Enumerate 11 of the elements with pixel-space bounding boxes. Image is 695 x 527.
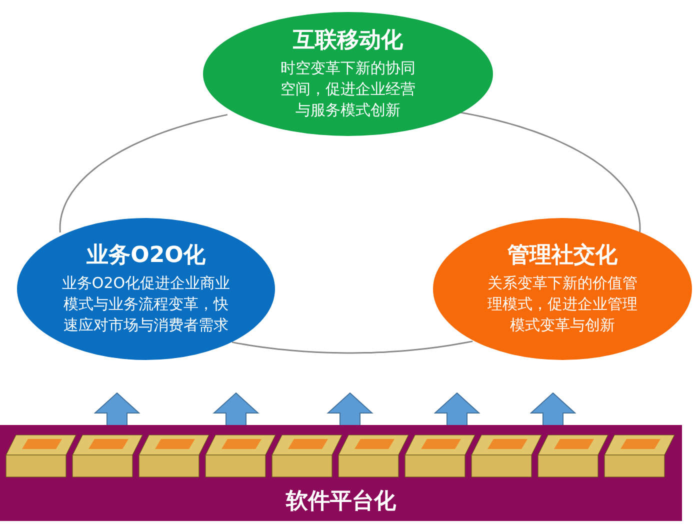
description: 关系变革下新的价值管理模式，促进企业管理模式变革与创新 — [486, 273, 638, 336]
ring-connector — [458, 111, 641, 232]
description: 时空变革下新的协同空间，促进企业经营与服务模式创新 — [280, 58, 416, 122]
heading: 互联移动化 — [293, 26, 403, 54]
platform-label: 软件平台化 — [284, 488, 397, 515]
description: 业务O2O化促进企业商业模式与业务流程变革，快速应对市场与消费者需求 — [60, 273, 232, 336]
ring-connector — [232, 340, 473, 354]
platform-bar — [0, 425, 682, 521]
heading: 业务O2O化 — [86, 242, 206, 270]
ring-connector — [59, 114, 228, 232]
heading: 管理社交化 — [508, 242, 618, 270]
